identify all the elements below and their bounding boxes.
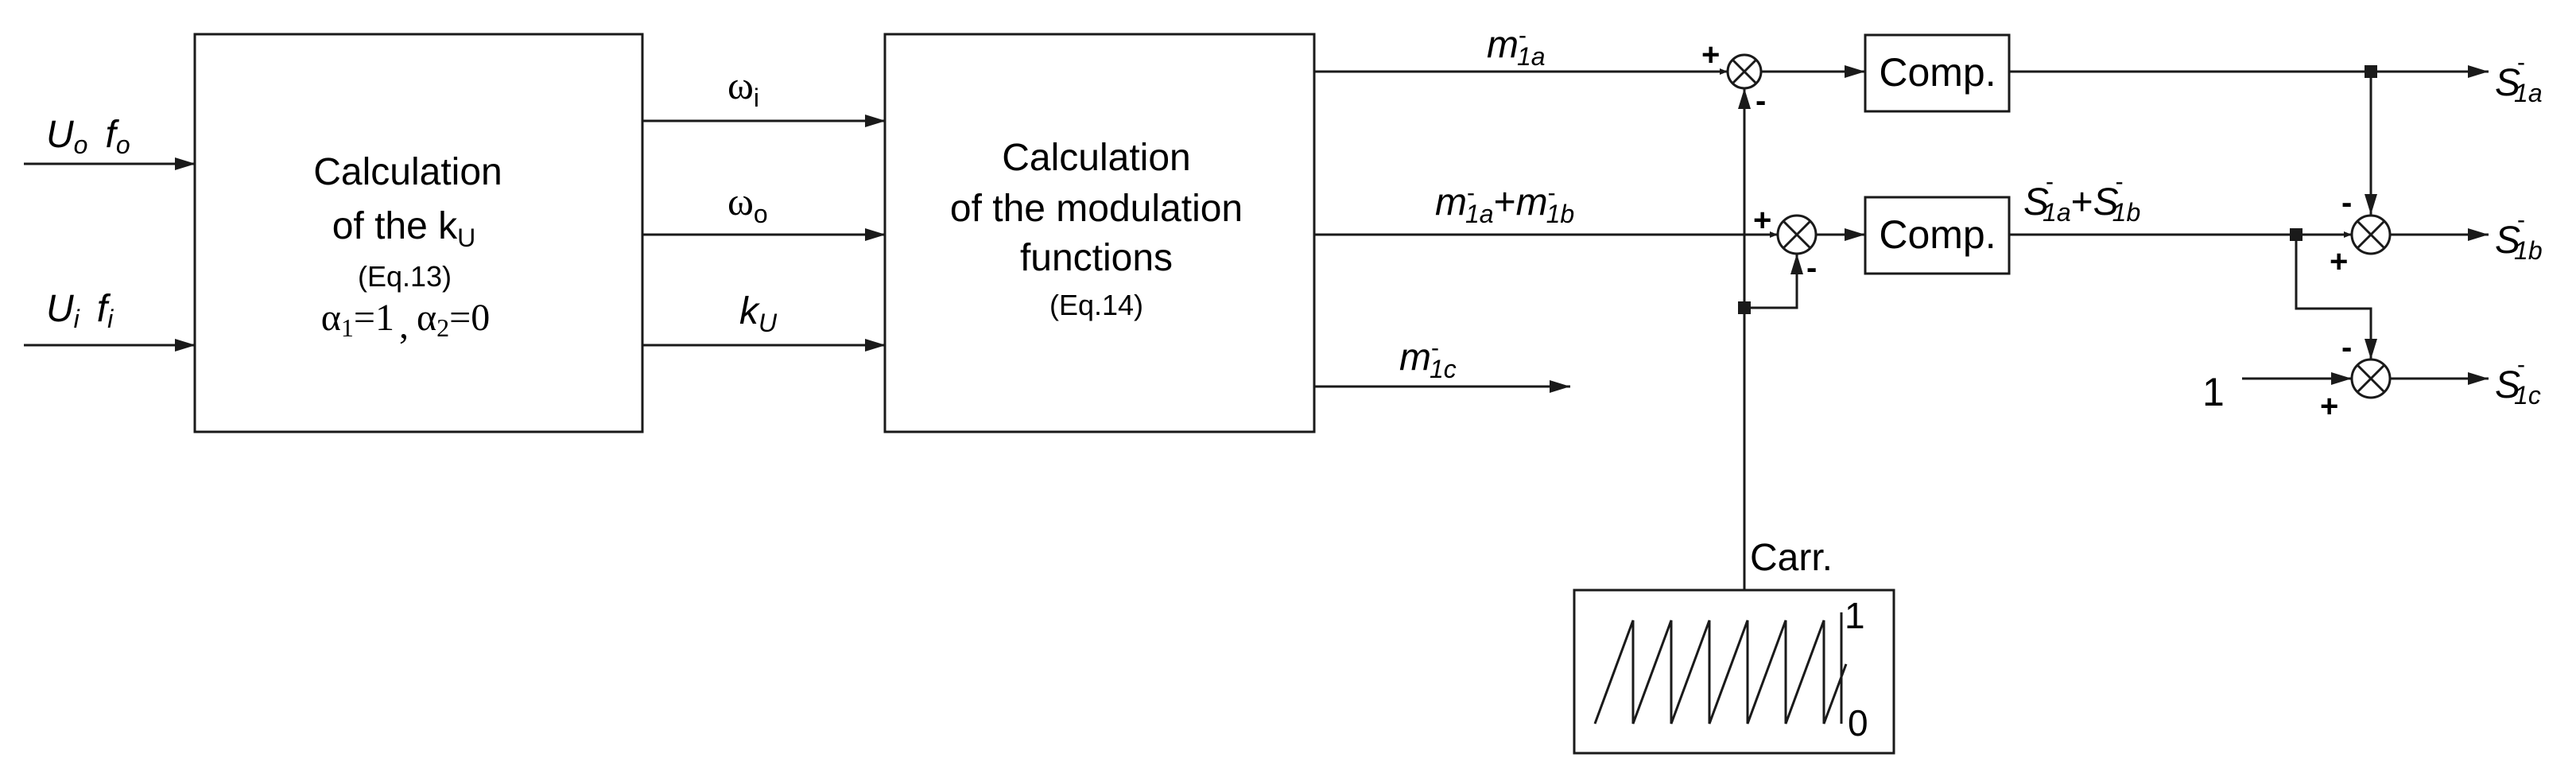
sign-sum3-minus: - [2341, 185, 2352, 220]
label-s1a-plus-s1b: S-1a+S-1b [2023, 169, 2140, 227]
block-calc-modulation-line1: Calculation [1002, 137, 1190, 179]
block-calc-ku-line2: of the kU [332, 205, 476, 252]
sign-sum4-minus: - [2341, 330, 2352, 365]
output-label-s1b: S-1b [2495, 207, 2543, 265]
comparator-1-label: Comp. [1879, 50, 1996, 95]
sign-sum2-plus: + [1753, 203, 1771, 238]
summing-junction-3 [2350, 214, 2392, 255]
block-calc-ku [193, 33, 644, 433]
block-calc-modulation-eq: (Eq.14) [1049, 289, 1143, 321]
output-label-s1a: S-1a [2495, 49, 2543, 107]
label-omega-i: ωi [727, 63, 759, 112]
label-m1c: m-1c [1399, 335, 1457, 383]
summing-junction-4 [2350, 358, 2392, 399]
block-calc-ku-alpha: α1=1,α2=0 [321, 297, 490, 347]
sign-sum3-plus: + [2330, 244, 2348, 279]
label-m1a-plus-m1b: m-1a+m-1b [1435, 180, 1574, 228]
sign-sum1-minus: - [1755, 84, 1766, 118]
carrier-max-label: 1 [1845, 595, 1865, 636]
block-calc-ku-eq: (Eq.13) [358, 260, 452, 293]
output-label-s1c: S-1c [2495, 352, 2541, 410]
comparator-2-label: Comp. [1879, 212, 1996, 257]
block-calc-modulation [883, 33, 1316, 433]
label-m1a: m-1a [1487, 22, 1546, 71]
comparator-2 [1864, 196, 2011, 275]
comparator-1 [1864, 33, 2011, 113]
wire-s1a-s1b-to-sum4 [2295, 235, 2377, 359]
sign-sum4-plus: + [2320, 389, 2338, 424]
sign-sum2-minus: - [1806, 251, 1817, 286]
summing-junction-2 [1776, 214, 1818, 255]
label-omega-o: ωo [727, 179, 768, 228]
label-ku: kU [739, 290, 778, 337]
sign-sum1-plus: + [1701, 37, 1720, 72]
input-label-one: 1 [2202, 370, 2225, 414]
block-calc-modulation-line3: functions [1020, 237, 1173, 279]
carrier-min-label: 0 [1848, 702, 1868, 744]
wire-carrier-to-sum2 [1744, 254, 1803, 309]
carrier-label: Carr. [1750, 537, 1833, 579]
carrier-sawtooth [1593, 620, 1848, 725]
block-calc-ku-line1: Calculation [313, 151, 502, 193]
block-calc-modulation-line2: of the modulation [950, 188, 1243, 230]
